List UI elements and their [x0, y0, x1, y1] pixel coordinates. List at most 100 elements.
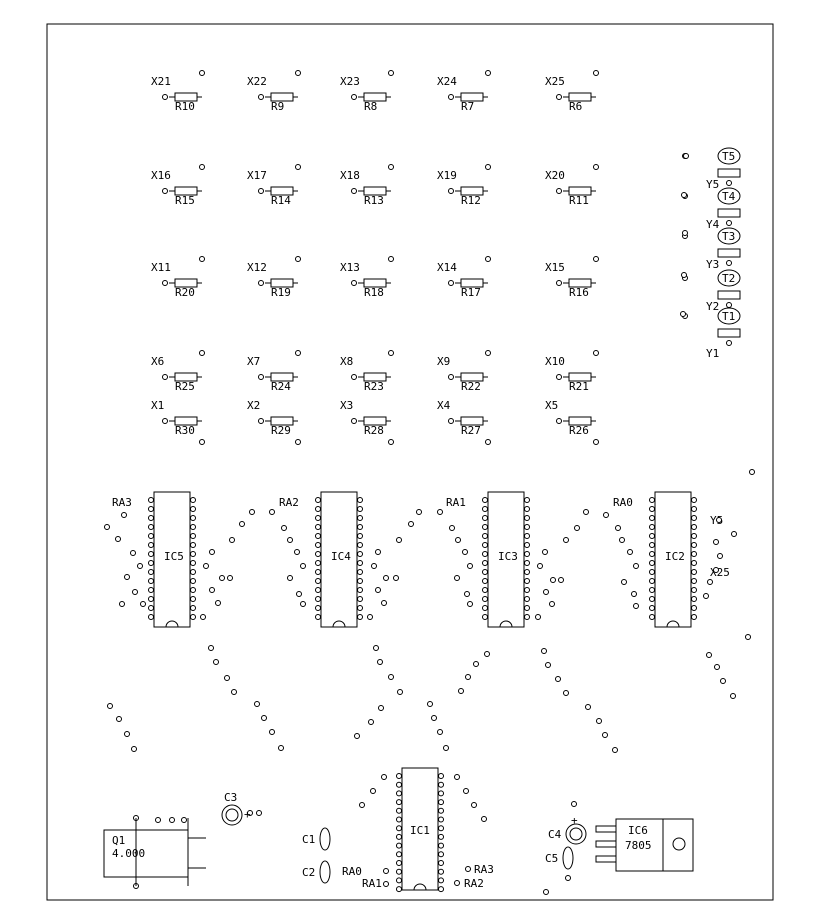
ic6-lead-2: [595, 840, 617, 848]
transistor-ref: T1: [722, 310, 735, 323]
via-pad: [596, 718, 602, 724]
via-pad: [416, 509, 422, 515]
via-pad: [465, 674, 471, 680]
via-pad: [633, 563, 639, 569]
resistor-via: [485, 439, 491, 445]
ic1-pin: [438, 773, 444, 779]
c5-ref: C5: [545, 852, 558, 865]
ic1-notch: [413, 883, 427, 891]
via-pad: [585, 704, 591, 710]
via-pad: [249, 509, 255, 515]
ic-pin: [190, 533, 196, 539]
via-pad: [714, 664, 720, 670]
net-label: X22: [247, 75, 267, 88]
ic-pin: [357, 533, 363, 539]
ic1-label-ra1: RA1: [362, 877, 382, 890]
resistor-pad: [448, 188, 454, 194]
transistor-ref: T3: [722, 230, 735, 243]
ic-pin: [190, 614, 196, 620]
ic-pin: [190, 542, 196, 548]
resistor-ref: R11: [569, 194, 589, 207]
ic1-pin: [438, 851, 444, 858]
net-label: X10: [545, 355, 565, 368]
ic-pin: [524, 533, 530, 539]
resistor-array: X21R10X22R9X23R8X24R7X25R6X16R15X17R14X1…: [151, 70, 599, 445]
via-pad: [116, 716, 122, 722]
net-label: X11: [151, 261, 171, 274]
resistor-body: [568, 416, 592, 426]
resistor-body: [568, 278, 592, 288]
via-pad: [393, 575, 399, 581]
ic1-label-pad: [454, 880, 460, 886]
ic1-pin: [438, 886, 444, 893]
resistor-via: [593, 70, 599, 76]
ic-pin: [148, 551, 154, 557]
ic-pin: [190, 578, 196, 584]
via-pad: [537, 563, 543, 569]
ic-pin: [357, 515, 363, 521]
ic-notch: [499, 620, 513, 628]
via-pad: [213, 659, 219, 665]
via-pad: [229, 537, 235, 543]
ic-body: [153, 491, 191, 628]
via-pad: [375, 587, 381, 593]
resistor-pad: [162, 374, 168, 380]
ic1-pin: [396, 773, 402, 779]
ic1-pin: [396, 860, 402, 866]
via-pad: [633, 603, 639, 609]
net-label: X19: [437, 169, 457, 182]
ic-pin: [148, 560, 154, 566]
via-pad: [131, 746, 137, 752]
ic1-pin: [438, 860, 444, 866]
ic-pin: [649, 587, 655, 593]
ic-pin: [148, 578, 154, 584]
via-pad: [408, 521, 414, 527]
ic-pin: [190, 605, 196, 611]
resistor-body: [270, 372, 294, 382]
c3-inner: [225, 808, 239, 822]
ic1-label-pad: [465, 866, 471, 872]
via-pad: [571, 801, 577, 807]
ic-pin: [524, 551, 530, 557]
via-pad: [371, 563, 377, 569]
c1-ref: C1: [302, 833, 315, 846]
ic-pin: [315, 524, 321, 530]
via-pad: [281, 525, 287, 531]
transistor-body: [717, 307, 741, 325]
transistor-pad: [726, 220, 732, 226]
ic-pin: [691, 614, 697, 620]
via-pad: [209, 587, 215, 593]
ic1-pin: [396, 833, 402, 840]
via-pad: [431, 715, 437, 721]
resistor-via: [295, 256, 301, 262]
ic1-label-ra3: RA3: [474, 863, 494, 876]
resistor-pad: [556, 94, 562, 100]
via-pad: [549, 601, 555, 607]
via-pad: [467, 601, 473, 607]
via-pad: [383, 575, 389, 581]
ic-pin: [691, 515, 697, 521]
ic-pin: [649, 533, 655, 539]
ic-pin: [524, 515, 530, 521]
via-pad: [463, 788, 469, 794]
via-pad: [256, 810, 262, 816]
ic-pin: [190, 587, 196, 593]
ic-pin: [357, 614, 363, 620]
ic-pin: [148, 533, 154, 539]
net-label: X18: [340, 169, 360, 182]
via-pad: [449, 525, 455, 531]
resistor-via: [295, 70, 301, 76]
via-pad: [124, 574, 130, 580]
resistor-body: [363, 92, 387, 102]
ic-notch: [666, 620, 680, 628]
resistor-ref: R25: [175, 380, 195, 393]
transistor-pad: [726, 302, 732, 308]
